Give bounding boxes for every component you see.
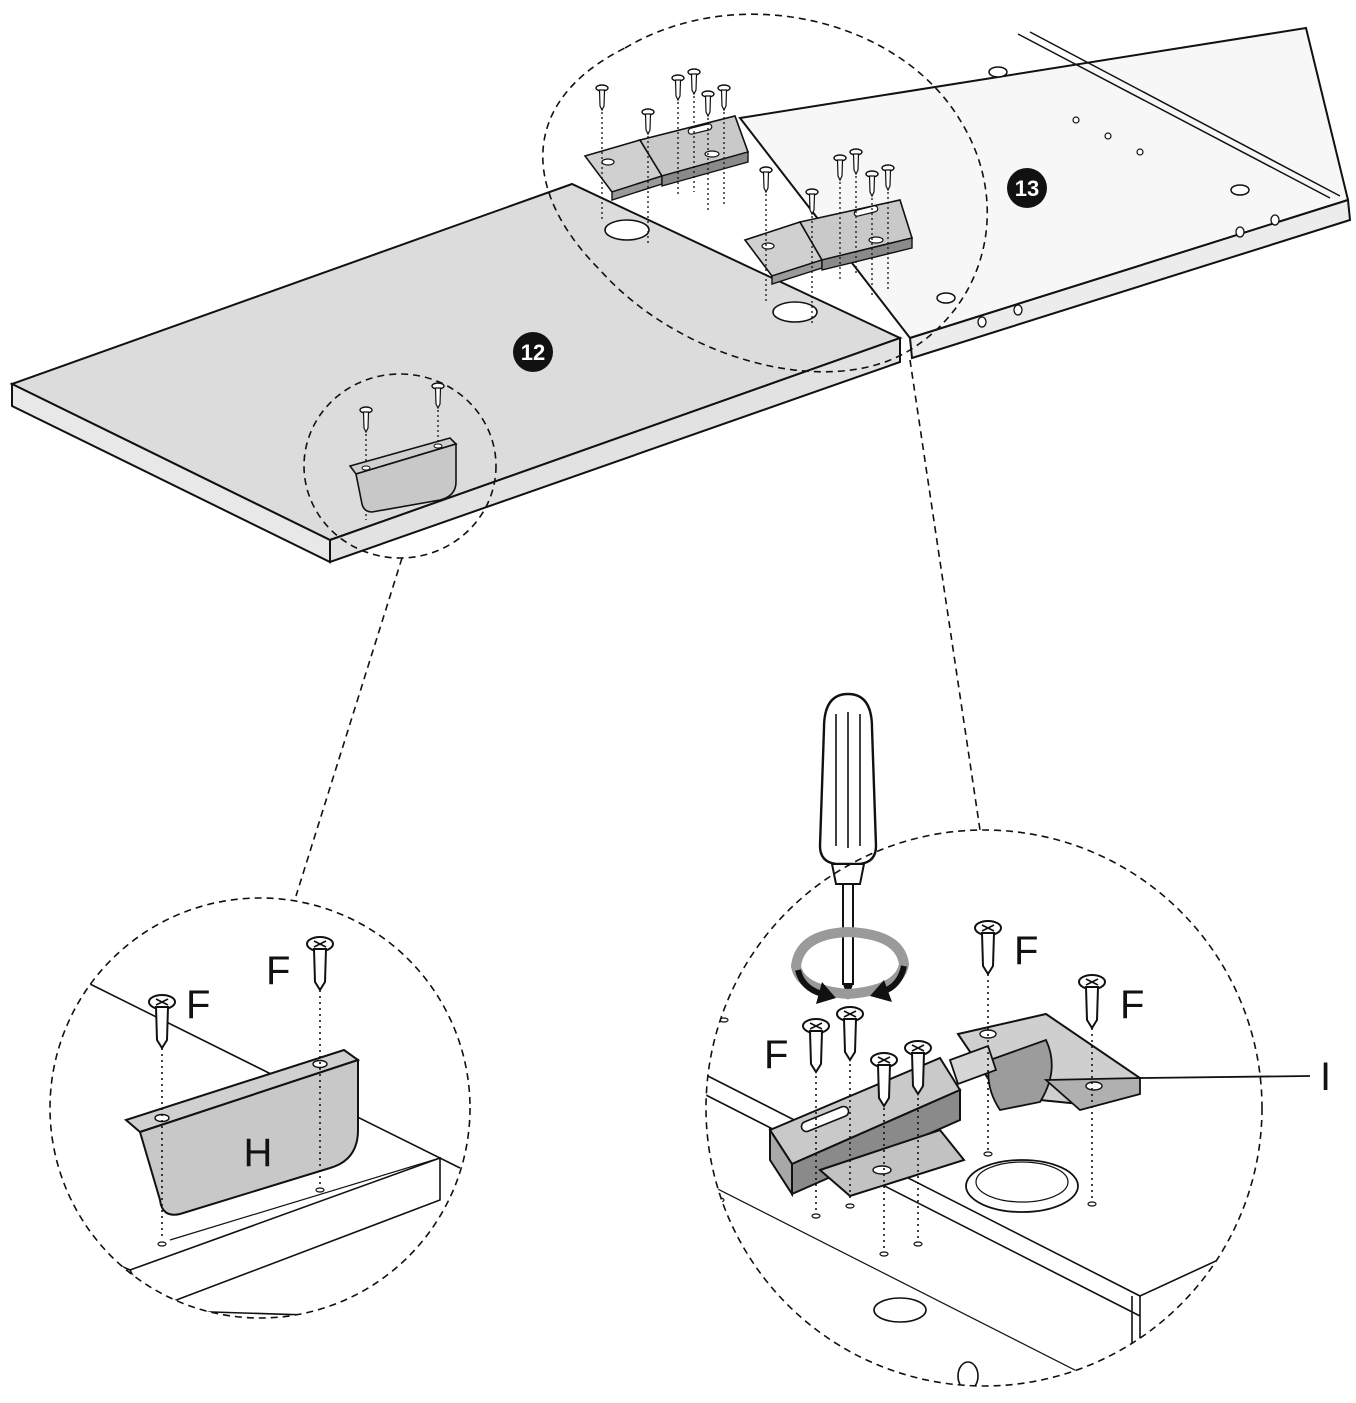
screw-icon xyxy=(306,936,334,991)
screw-guides-top xyxy=(365,96,889,520)
hinge-leader-line xyxy=(1139,1075,1311,1079)
detail-circle-left xyxy=(49,897,471,1319)
screwdriver-icon xyxy=(818,692,878,1000)
screw-icon xyxy=(1078,974,1106,1029)
detail-hinge-i: I xyxy=(706,1012,1331,1386)
screw-label-right-2: F xyxy=(1014,929,1038,973)
panel-12-badge: 12 xyxy=(513,332,553,372)
panel-13-badge: 13 xyxy=(1007,168,1047,208)
screw-label-right-3: F xyxy=(1120,983,1144,1027)
bracket-label: H xyxy=(244,1131,273,1175)
hinge-label: I xyxy=(1320,1055,1331,1099)
screw-icon xyxy=(836,1006,864,1061)
screw-label-left-1: F xyxy=(186,983,210,1027)
rotate-arrows-icon xyxy=(790,926,910,1004)
hinge-small-2 xyxy=(743,199,914,285)
screw-guides-right xyxy=(815,968,1093,1250)
detail-bracket-h: H xyxy=(50,983,461,1318)
screw-label-left-2: F xyxy=(266,949,290,993)
screw-icon xyxy=(802,1018,830,1073)
panel-12 xyxy=(9,182,903,564)
screw-icon xyxy=(974,920,1002,975)
screw-label-right-1: F xyxy=(764,1033,788,1077)
screw-guides-left xyxy=(161,990,321,1240)
panel-13-number: 13 xyxy=(1015,176,1039,201)
panel-12-number: 12 xyxy=(521,340,545,365)
bracket-small xyxy=(348,437,458,513)
detail-circle-right xyxy=(705,829,1263,1387)
detail-circles-top xyxy=(303,13,988,559)
